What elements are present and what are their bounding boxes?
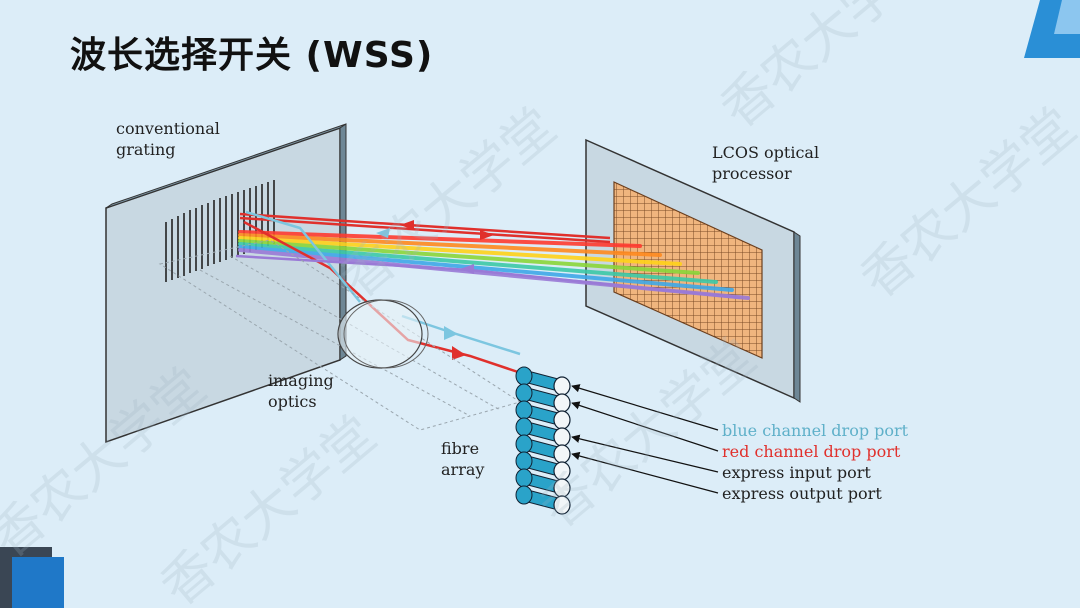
lcos-panel — [585, 138, 801, 403]
fibre-8 — [515, 485, 571, 515]
label-optics-1: imaging — [268, 371, 334, 390]
port-label-express-output: express output port — [722, 484, 882, 503]
grating-plate — [105, 123, 347, 444]
label-grating-2: grating — [116, 140, 176, 159]
corner-decoration-bottom-left — [0, 547, 64, 608]
port-label-express-input: express input port — [722, 463, 871, 482]
label-optics-2: optics — [268, 392, 317, 411]
leader-express-input — [571, 434, 719, 473]
label-lcos-1: LCOS optical — [712, 143, 819, 162]
fibre-6 — [515, 451, 571, 481]
label-fibre-2: array — [441, 460, 484, 479]
fibre-array — [515, 366, 571, 515]
label-fibre-1: fibre — [441, 439, 479, 458]
fibre-1 — [515, 366, 571, 396]
fibre-2 — [515, 383, 571, 413]
fibre-4 — [515, 417, 571, 447]
port-label-blue-drop: blue channel drop port — [722, 421, 909, 440]
leader-red-drop — [571, 401, 719, 452]
label-grating-1: conventional — [116, 119, 220, 138]
corner-decoration-top-right — [1024, 0, 1080, 58]
slide-title: 波长选择开关 (WSS) — [70, 35, 434, 76]
violet-beam — [235, 254, 741, 300]
fibre-3 — [515, 400, 571, 430]
leader-blue-drop — [571, 384, 719, 431]
port-leaders — [571, 384, 719, 494]
label-lcos-2: processor — [712, 164, 792, 183]
port-label-red-drop: red channel drop port — [722, 442, 901, 461]
imaging-lens — [337, 299, 429, 369]
leader-express-output — [571, 451, 719, 494]
